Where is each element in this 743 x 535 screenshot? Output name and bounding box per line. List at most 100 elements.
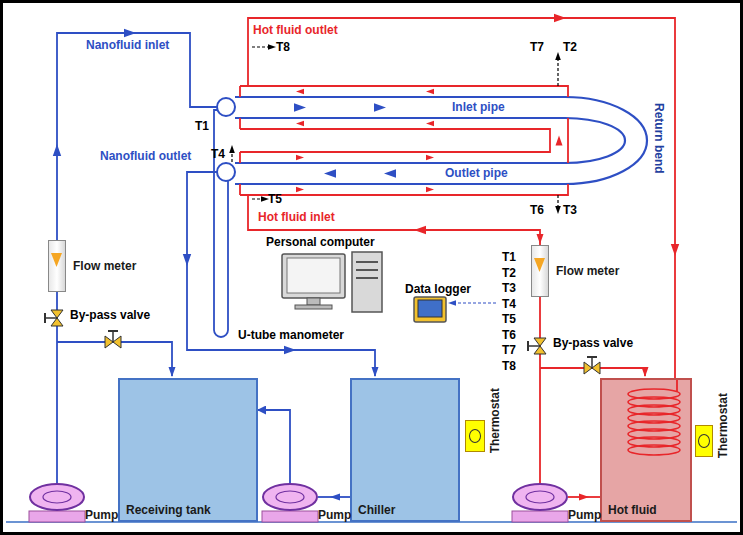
flow-arrow xyxy=(324,169,336,177)
pump-base xyxy=(262,511,318,522)
valve-handle xyxy=(108,330,118,332)
thermostat: Thermostat xyxy=(465,420,485,452)
tank-label: Hot fluid xyxy=(608,503,686,517)
drawing-part xyxy=(239,86,241,195)
valve-body xyxy=(534,338,546,346)
drawing-part xyxy=(307,298,320,305)
label: T6 xyxy=(502,328,516,342)
drawing-part xyxy=(240,129,550,152)
label: Nanofluid outlet xyxy=(100,149,191,163)
tank-label: Chiller xyxy=(358,503,454,517)
label: T2 xyxy=(502,266,516,280)
flow-arrow xyxy=(183,254,191,266)
pump-symbol xyxy=(260,483,320,523)
thermostat-dial xyxy=(698,434,710,448)
pump-impeller xyxy=(526,491,554,503)
label: Personal computer xyxy=(266,235,375,249)
label: T5 xyxy=(268,192,282,206)
drawing-part xyxy=(187,172,375,376)
thermostat-label: Thermostat xyxy=(488,388,502,453)
drawing-part xyxy=(282,254,345,298)
bypass-valve xyxy=(528,338,546,354)
drawing-part xyxy=(414,297,446,322)
flow-arrow xyxy=(296,187,304,193)
label: T3 xyxy=(502,281,516,295)
inlet-port xyxy=(217,98,235,116)
flow-meter: Flow meter xyxy=(48,240,66,292)
valve-body xyxy=(592,362,600,374)
drawing-part xyxy=(252,46,268,47)
valve-body xyxy=(51,318,63,326)
pump: Pump xyxy=(27,483,87,523)
label: T4 xyxy=(211,147,225,161)
flow-arrow xyxy=(537,234,544,244)
valve-stem xyxy=(591,357,593,368)
flow-arrow xyxy=(555,206,561,214)
label: Inlet pipe xyxy=(452,100,505,114)
flow-arrow xyxy=(426,187,434,193)
drawing-part xyxy=(557,59,558,86)
pump-impeller xyxy=(276,491,304,503)
heating-coil xyxy=(602,380,694,524)
pump-label: Pump xyxy=(85,508,118,522)
flow-arrow xyxy=(169,367,176,377)
drawing-part xyxy=(231,152,232,162)
flow-arrow xyxy=(268,44,276,50)
flow-meter: Flow meter xyxy=(531,245,549,297)
flow-float xyxy=(51,253,62,267)
tank-label: Receiving tank xyxy=(126,503,252,517)
flow-arrow xyxy=(556,136,563,146)
flow-arrow xyxy=(229,145,235,153)
flow-arrow xyxy=(374,103,386,111)
pump-impeller xyxy=(43,491,71,503)
tank: Chiller xyxy=(350,378,460,522)
label: T7 xyxy=(502,343,516,357)
valve-body xyxy=(113,336,121,348)
valve-body xyxy=(51,310,63,318)
drawing-part xyxy=(356,277,378,279)
thermostat: Thermostat xyxy=(695,425,713,457)
bypass-valve xyxy=(584,357,600,374)
drawing-part xyxy=(418,300,442,317)
label: Return bend xyxy=(652,103,666,174)
drawing-part xyxy=(456,302,496,303)
label: T4 xyxy=(502,297,516,311)
drawing-part xyxy=(295,305,332,309)
pump-casing xyxy=(30,484,84,510)
flow-arrow xyxy=(330,494,340,501)
label: T1 xyxy=(502,250,516,264)
flow-arrow xyxy=(642,367,649,377)
pump-symbol xyxy=(510,483,570,523)
label: T6 xyxy=(530,203,544,217)
valve-body xyxy=(534,346,546,354)
flow-arrow xyxy=(426,155,434,161)
label: T8 xyxy=(276,40,290,54)
drawing-part xyxy=(248,18,675,378)
pipe-connector xyxy=(539,297,541,483)
flow-arrow xyxy=(555,52,561,60)
outlet-port xyxy=(217,163,235,181)
valve-handle xyxy=(527,341,529,351)
label: Nanofluid inlet xyxy=(86,38,169,52)
valve-body xyxy=(105,336,113,348)
flow-float xyxy=(534,258,545,272)
label: T1 xyxy=(195,119,209,133)
drawing-part xyxy=(352,252,382,312)
valve-handle xyxy=(587,356,597,358)
label: T7 xyxy=(530,40,544,54)
data-logger xyxy=(414,297,446,322)
flow-arrow xyxy=(296,155,304,161)
flow-arrow xyxy=(414,226,426,234)
drawing-part xyxy=(557,195,558,207)
pump-base xyxy=(29,511,85,522)
thermostat-label: Thermostat xyxy=(716,393,730,458)
tank: Hot fluid xyxy=(600,378,692,522)
drawing-part xyxy=(214,110,228,337)
drawing-part xyxy=(287,258,340,293)
valve-stem xyxy=(528,345,540,347)
flow-arrow xyxy=(284,346,296,354)
drawing-part xyxy=(235,97,647,184)
flow-arrow xyxy=(53,144,61,156)
